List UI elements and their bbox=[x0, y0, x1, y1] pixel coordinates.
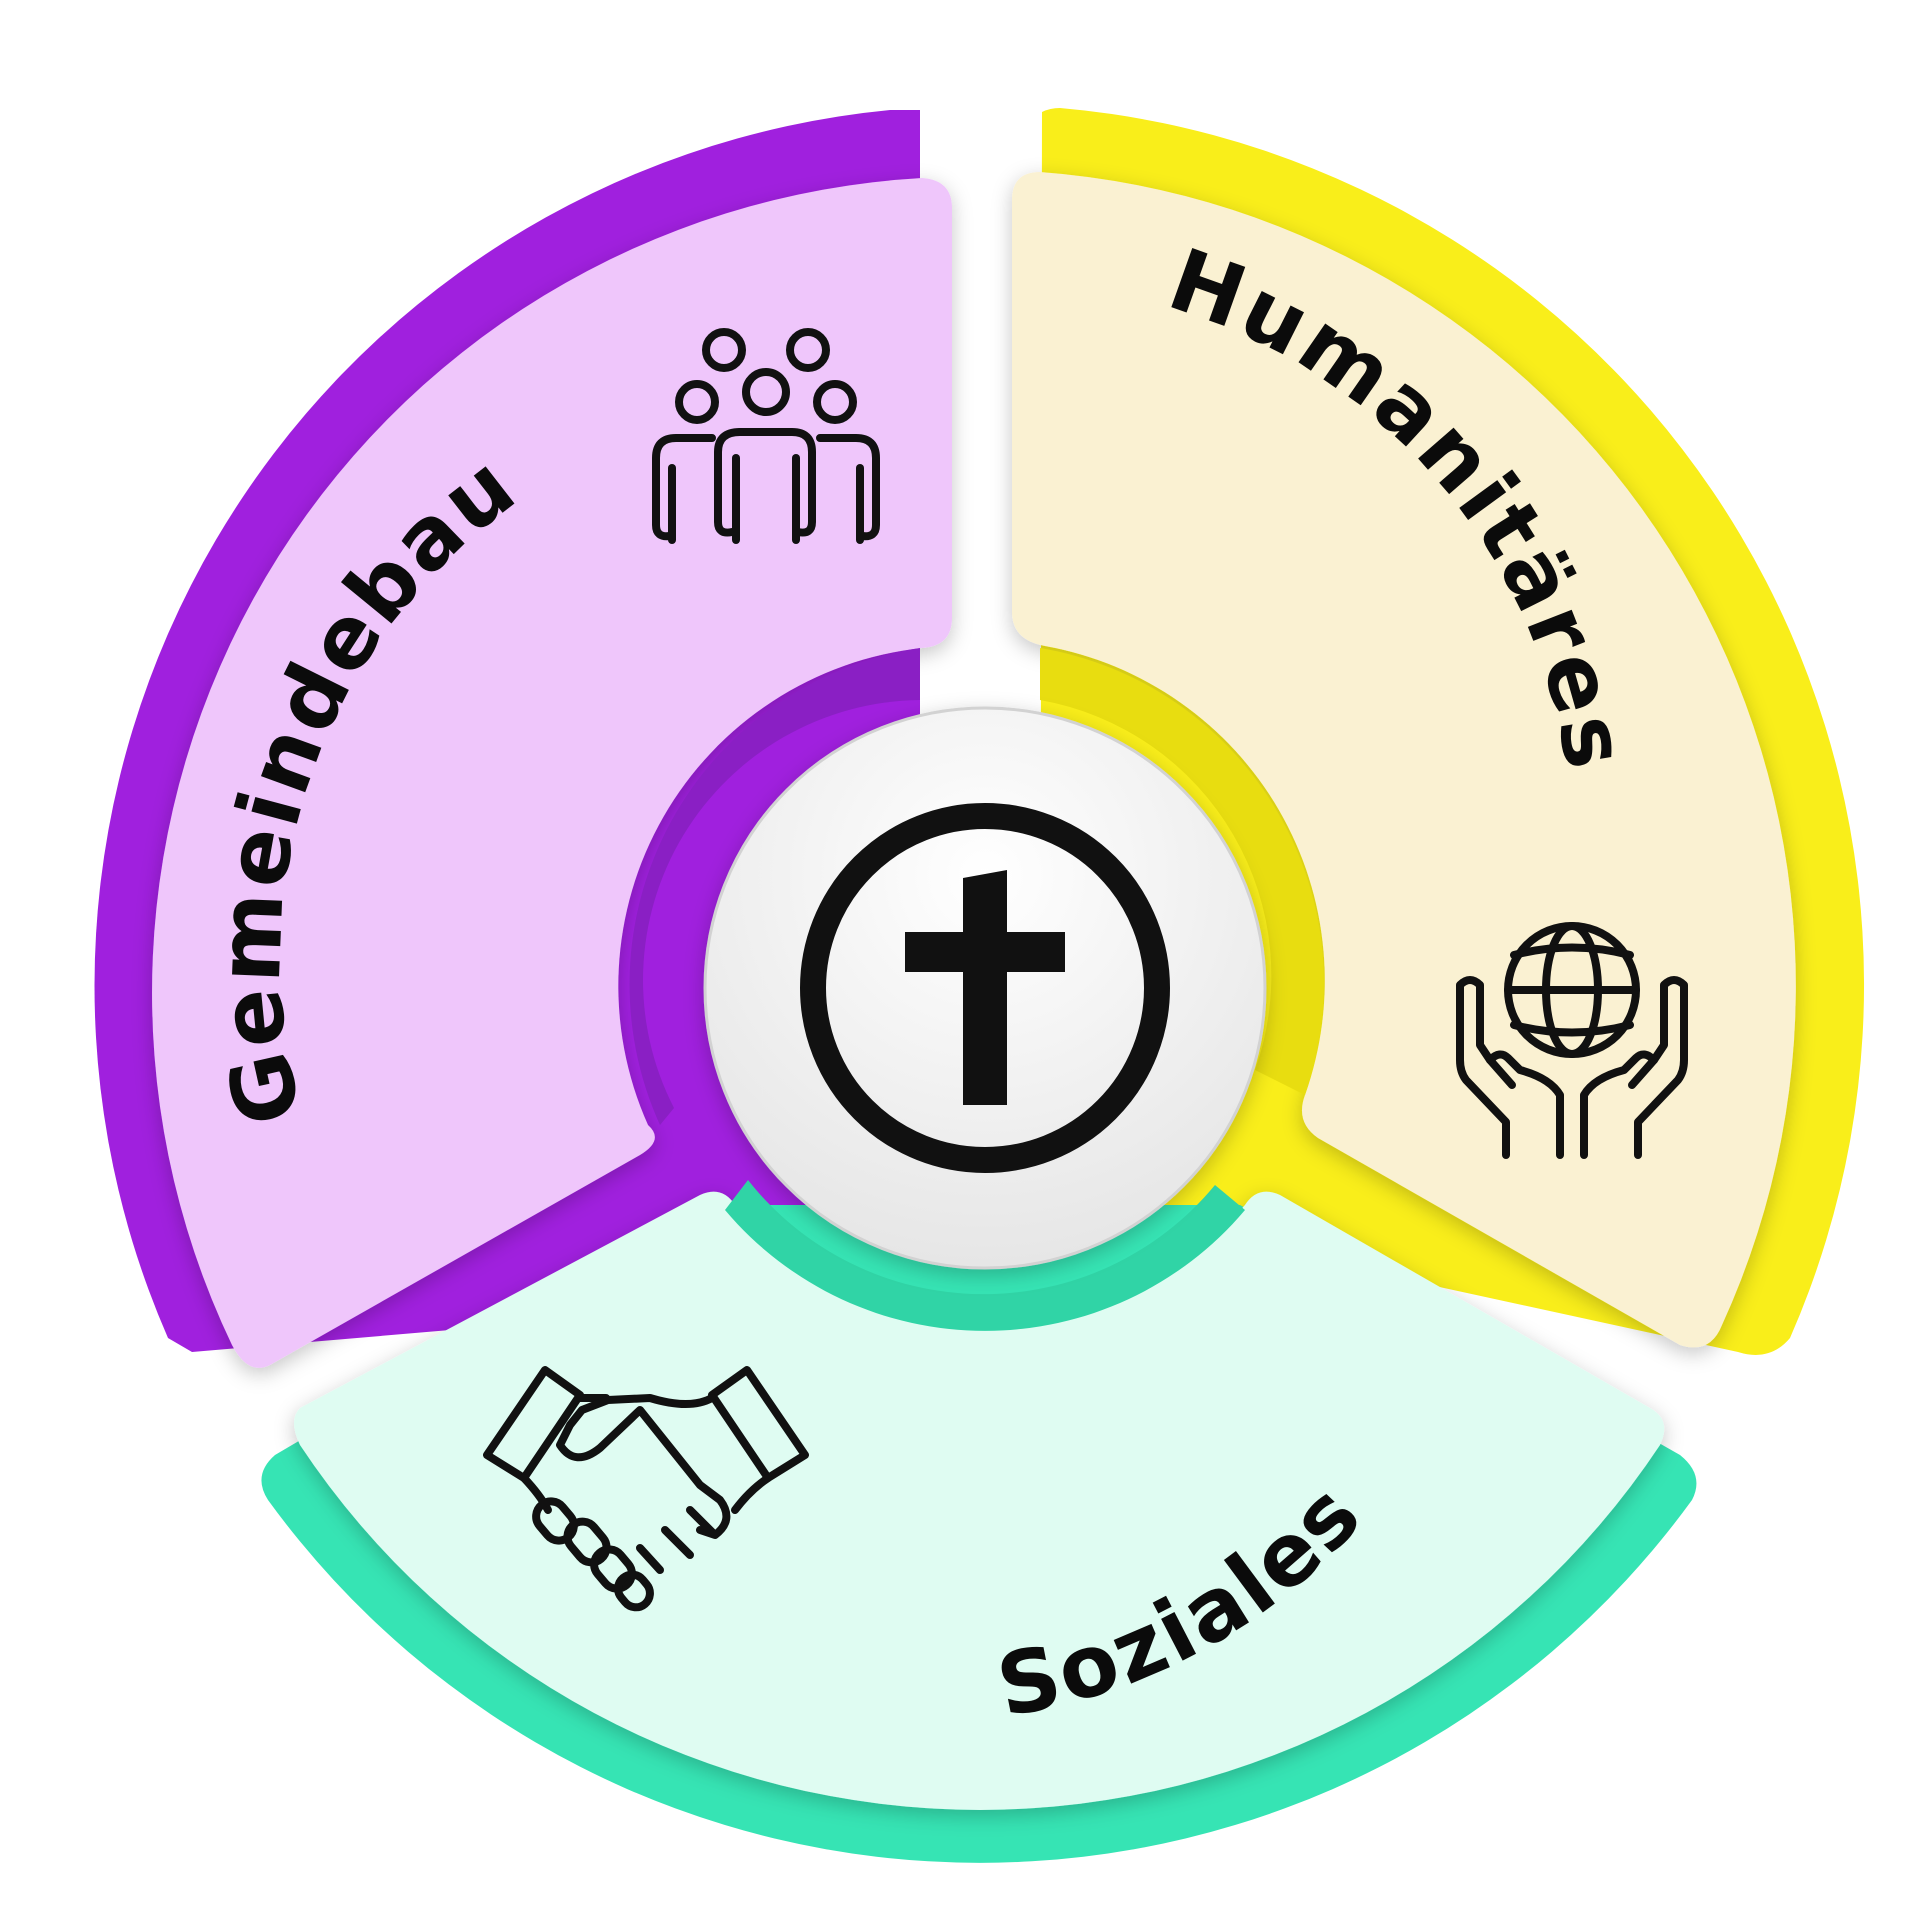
segment-soziales-inner-ring bbox=[725, 1180, 1245, 1331]
segment-gemeindebau-inner-ring bbox=[629, 648, 920, 1125]
cross-icon bbox=[800, 803, 1170, 1173]
center-emblem bbox=[703, 706, 1267, 1270]
segment-gemeindebau-inner-area bbox=[152, 178, 952, 1368]
segment-humanitaeres-inner-ring bbox=[1040, 648, 1324, 1095]
handshake-icon bbox=[483, 1366, 809, 1612]
segment-humanitaeres-inner-area bbox=[1012, 172, 1796, 1348]
people-group-icon bbox=[652, 328, 880, 544]
segment-soziales bbox=[261, 1180, 1697, 1863]
segment-soziales-inner-area bbox=[294, 1191, 1665, 1810]
hands-globe-icon bbox=[1456, 922, 1688, 1159]
